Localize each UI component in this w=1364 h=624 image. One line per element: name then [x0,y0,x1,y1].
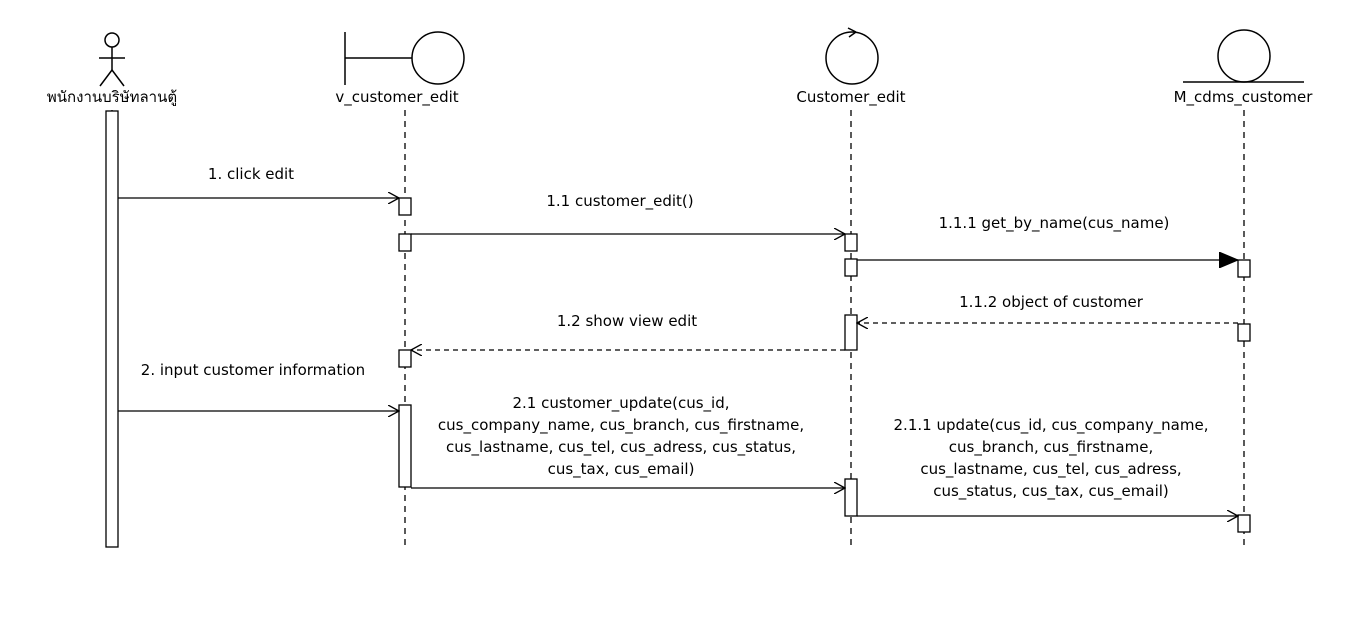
message-label: 1. click edit [208,165,294,183]
message-1-1-2: 1.1.2 object of customer [857,293,1238,323]
entity-activation [1237,514,1251,533]
message-label: 2. input customer information [141,361,365,379]
actor-activation [105,110,119,548]
actor-label: พนักงานบริษัทลานตู้ [47,88,177,106]
message-label-line: cus_lastname, cus_tel, cus_adress, cus_s… [446,438,796,457]
message-2-1-1: 2.1.1 update(cus_id, cus_company_name, c… [857,416,1238,516]
boundary-activation [398,233,412,252]
boundary-activation [398,349,412,368]
message-label: 1.1.2 object of customer [959,293,1144,311]
message-label-line: cus_lastname, cus_tel, cus_adress, [920,460,1181,479]
message-label-line: 2.1.1 update(cus_id, cus_company_name, [894,416,1209,435]
control-activation [844,258,858,277]
entity-activation [1237,259,1251,278]
control-activation [844,478,858,517]
message-1-1: 1.1 customer_edit() [411,192,845,234]
entity-activation [1237,323,1251,342]
message-2: 2. input customer information [118,361,399,411]
stick-figure-icon [99,32,125,87]
message-label-line: cus_branch, cus_firstname, [949,438,1153,457]
entity-label: M_cdms_customer [1174,88,1314,107]
control-participant: Customer_edit [796,27,906,107]
entity-icon [1183,29,1304,83]
control-label: Customer_edit [796,88,905,107]
boundary-activation [398,404,412,488]
boundary-icon [344,31,465,85]
control-activation [844,233,858,252]
message-1: 1. click edit [118,165,399,198]
entity-participant: M_cdms_customer [1174,29,1314,107]
message-1-2: 1.2 show view edit [411,312,845,350]
boundary-activation [398,197,412,216]
message-1-1-1: 1.1.1 get_by_name(cus_name) [857,214,1238,260]
boundary-participant: v_customer_edit [335,31,465,107]
message-label: 1.1.1 get_by_name(cus_name) [939,214,1170,233]
control-icon [825,27,879,85]
message-label-line: 2.1 customer_update(cus_id, [513,394,730,413]
message-label: 1.1 customer_edit() [546,192,693,211]
message-label-line: cus_status, cus_tax, cus_email) [933,482,1169,501]
message-label-line: cus_company_name, cus_branch, cus_firstn… [438,416,804,435]
actor-participant: พนักงานบริษัทลานตู้ [47,32,177,106]
message-2-1: 2.1 customer_update(cus_id, cus_company_… [411,394,845,488]
message-label-line: cus_tax, cus_email) [548,460,695,479]
message-label: 1.2 show view edit [557,312,697,330]
boundary-label: v_customer_edit [335,88,458,107]
control-activation [844,314,858,351]
